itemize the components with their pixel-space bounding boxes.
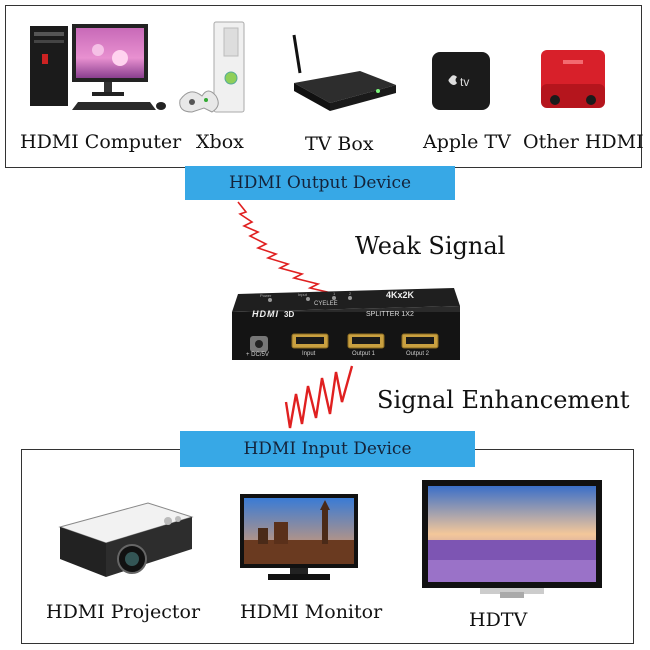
device-label-monitor: HDMI Monitor <box>240 601 383 623</box>
weak-signal-wave <box>237 201 337 295</box>
monitor-icon <box>240 494 358 580</box>
signal-enhancement-label: Signal Enhancement <box>377 386 630 414</box>
indicator-input-label: Input <box>298 292 307 297</box>
port-output2-label: Output 2 <box>406 351 430 357</box>
hdmi-device-icon <box>541 50 605 108</box>
hdtv-icon <box>422 480 602 598</box>
weak-signal-label: Weak Signal <box>355 232 506 260</box>
output-device-banner: HDMI Output Device <box>185 166 455 200</box>
indicator-2-label: 2 <box>349 291 352 296</box>
device-label-hdtv: HDTV <box>469 609 528 631</box>
projector-icon <box>58 502 194 577</box>
splitter-logo: HDMI <box>252 309 279 319</box>
xbox-console-icon <box>179 21 245 113</box>
device-label-other: Other HDMI <box>523 131 644 153</box>
input-device-banner: HDMI Input Device <box>180 431 475 467</box>
apple-tv-icon: tv <box>432 52 490 110</box>
device-label-tvbox: TV Box <box>305 133 374 155</box>
splitter-brand: CYELEE <box>314 301 338 307</box>
device-label-computer: HDMI Computer <box>20 131 182 153</box>
splitter-version: 3D <box>284 310 295 319</box>
enhanced-signal-wave <box>284 365 354 429</box>
device-label-xbox: Xbox <box>196 131 244 153</box>
splitter-model: SPLITTER 1X2 <box>366 311 414 318</box>
port-output1-label: Output 1 <box>352 351 376 357</box>
splitter-resolution: 4Kx2K <box>386 290 415 300</box>
device-label-appletv: Apple TV <box>423 131 511 153</box>
tv-box-icon <box>292 34 396 111</box>
port-input-label: Input <box>302 351 316 357</box>
indicator-1-label: 1 <box>333 291 336 296</box>
port-dc-label: + DC/5V <box>246 352 269 358</box>
indicator-power-label: Power <box>260 293 272 298</box>
device-label-projector: HDMI Projector <box>46 601 201 623</box>
svg-text:tv: tv <box>460 75 469 89</box>
desktop-computer-icon <box>30 24 166 110</box>
hdmi-splitter-device <box>232 288 460 360</box>
